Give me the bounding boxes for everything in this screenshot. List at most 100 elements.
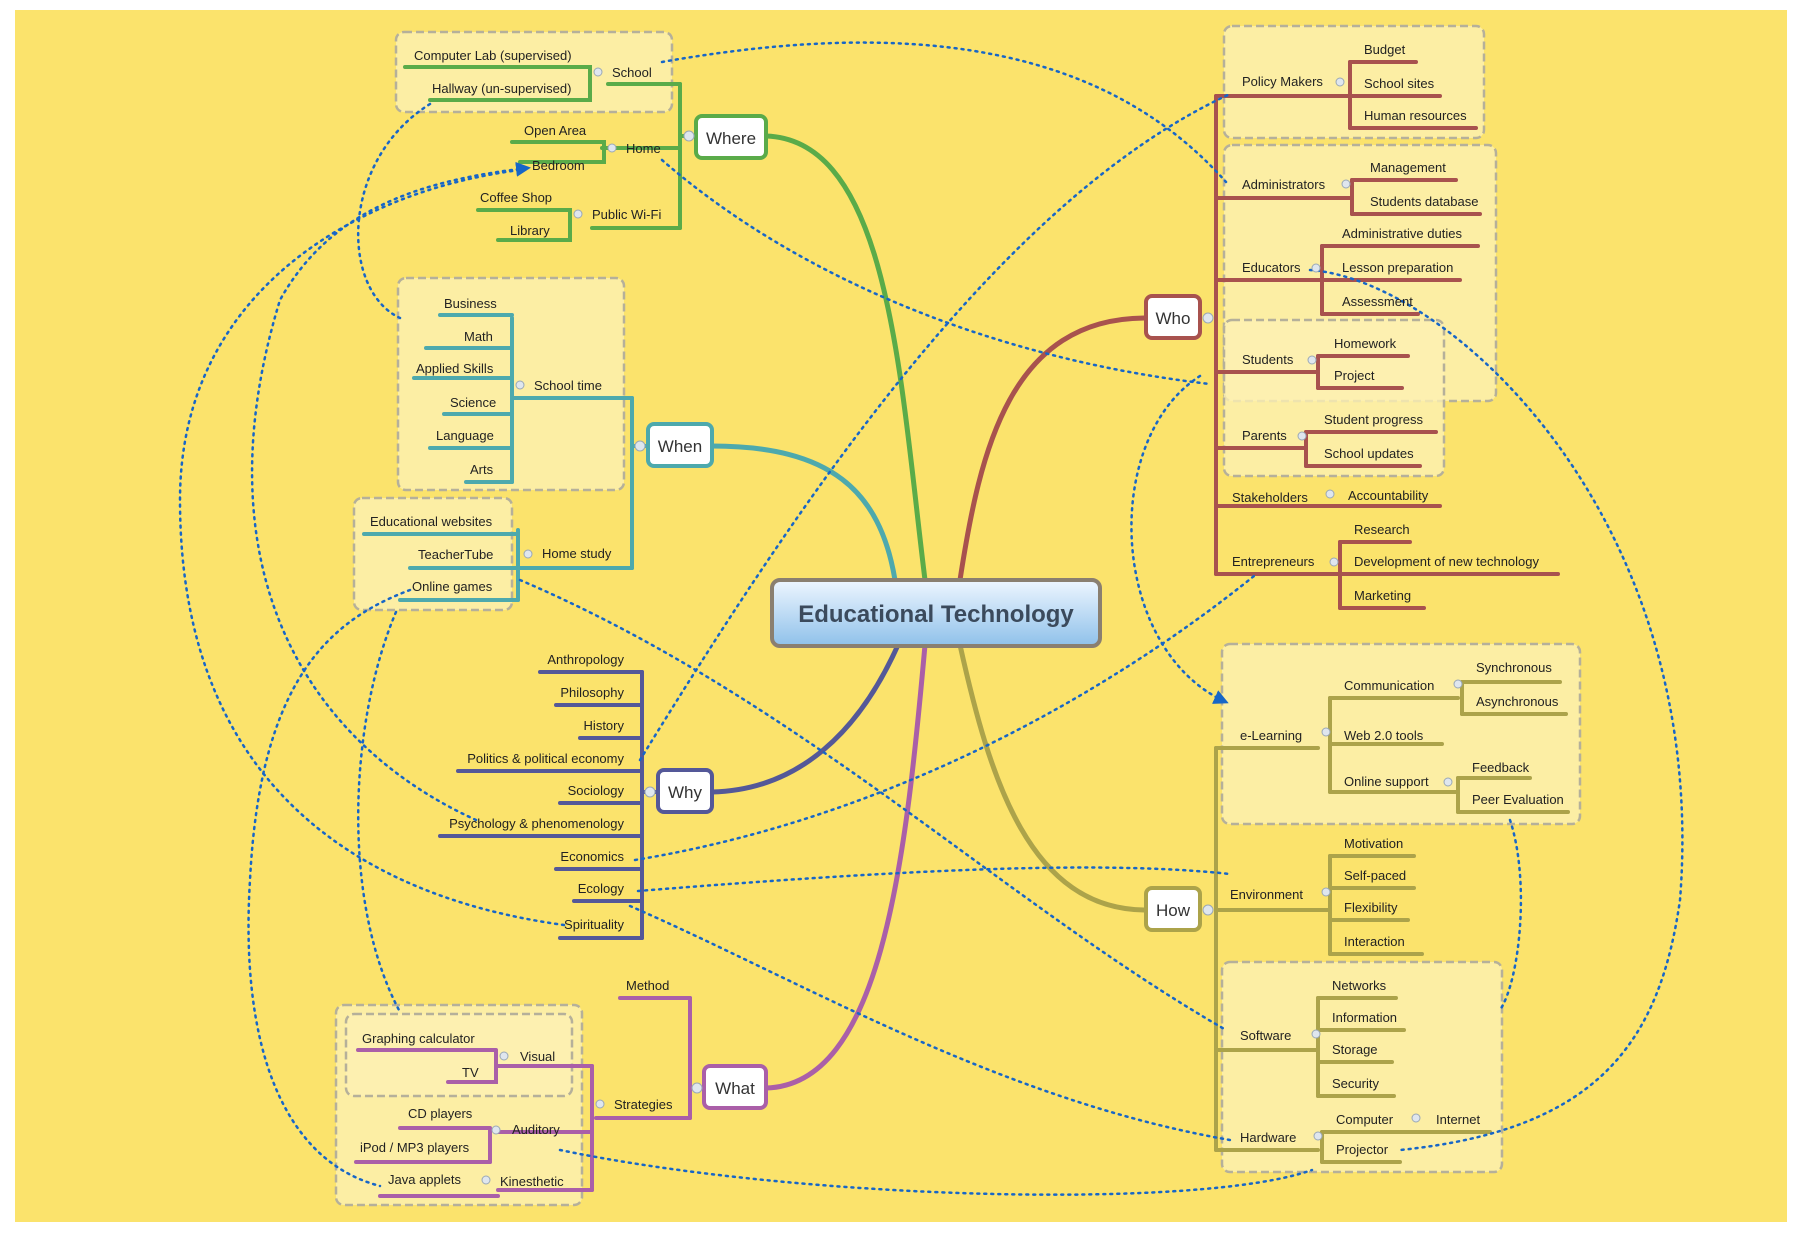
who-stakeholders[interactable]: Stakeholders xyxy=(1232,490,1308,505)
why-spirituality[interactable]: Spirituality xyxy=(564,917,624,932)
how-interaction[interactable]: Interaction xyxy=(1344,934,1405,949)
how-software[interactable]: Software xyxy=(1240,1028,1291,1043)
when-math[interactable]: Math xyxy=(464,329,493,344)
where-library[interactable]: Library xyxy=(510,223,550,238)
who-administrators[interactable]: Administrators xyxy=(1242,177,1326,192)
what-auditory[interactable]: Auditory xyxy=(512,1122,560,1137)
who-school-updates[interactable]: School updates xyxy=(1324,446,1414,461)
when-language[interactable]: Language xyxy=(436,428,494,443)
how-labels: e-Learning Communication Synchronous Asy… xyxy=(1230,660,1564,1157)
topic-why[interactable]: Why xyxy=(656,768,714,814)
who-budget[interactable]: Budget xyxy=(1364,42,1406,57)
collapse-icon xyxy=(1443,777,1453,787)
where-open-area[interactable]: Open Area xyxy=(524,123,587,138)
who-educators[interactable]: Educators xyxy=(1242,260,1301,275)
where-computer-lab[interactable]: Computer Lab (supervised) xyxy=(414,48,572,63)
how-motivation[interactable]: Motivation xyxy=(1344,836,1403,851)
who-marketing[interactable]: Marketing xyxy=(1354,588,1411,603)
what-tv[interactable]: TV xyxy=(462,1065,479,1080)
topic-when[interactable]: When xyxy=(646,422,714,468)
what-graphing-calculator[interactable]: Graphing calculator xyxy=(362,1031,475,1046)
how-environment[interactable]: Environment xyxy=(1230,887,1303,902)
what-labels: Method Strategies Visual Graphing calcul… xyxy=(360,978,673,1189)
what-ipod[interactable]: iPod / MP3 players xyxy=(360,1140,470,1155)
who-assessment[interactable]: Assessment xyxy=(1342,294,1413,309)
who-administrative-duties[interactable]: Administrative duties xyxy=(1342,226,1462,241)
why-ecology[interactable]: Ecology xyxy=(578,881,625,896)
when-home-study[interactable]: Home study xyxy=(542,546,612,561)
how-communication[interactable]: Communication xyxy=(1344,678,1434,693)
how-internet[interactable]: Internet xyxy=(1436,1112,1480,1127)
collapse-icon xyxy=(1297,431,1307,441)
who-school-sites[interactable]: School sites xyxy=(1364,76,1435,91)
why-anthropology[interactable]: Anthropology xyxy=(547,652,624,667)
how-computer[interactable]: Computer xyxy=(1336,1112,1394,1127)
who-human-resources[interactable]: Human resources xyxy=(1364,108,1467,123)
who-development[interactable]: Development of new technology xyxy=(1354,554,1540,569)
where-public-wifi[interactable]: Public Wi-Fi xyxy=(592,207,661,222)
how-online-support[interactable]: Online support xyxy=(1344,774,1429,789)
how-peer-evaluation[interactable]: Peer Evaluation xyxy=(1472,792,1564,807)
when-teachertube[interactable]: TeacherTube xyxy=(418,547,493,562)
what-cd-players[interactable]: CD players xyxy=(408,1106,473,1121)
why-politics[interactable]: Politics & political economy xyxy=(467,751,624,766)
how-security[interactable]: Security xyxy=(1332,1076,1379,1091)
how-feedback[interactable]: Feedback xyxy=(1472,760,1530,775)
topic-what[interactable]: What xyxy=(702,1064,768,1110)
how-flexibility[interactable]: Flexibility xyxy=(1344,900,1398,915)
who-parents[interactable]: Parents xyxy=(1242,428,1287,443)
who-lesson-preparation[interactable]: Lesson preparation xyxy=(1342,260,1453,275)
who-students[interactable]: Students xyxy=(1242,352,1294,367)
who-management[interactable]: Management xyxy=(1370,160,1446,175)
how-storage[interactable]: Storage xyxy=(1332,1042,1378,1057)
why-sociology[interactable]: Sociology xyxy=(568,783,625,798)
how-self-paced[interactable]: Self-paced xyxy=(1344,868,1406,883)
who-research[interactable]: Research xyxy=(1354,522,1410,537)
where-school[interactable]: School xyxy=(612,65,652,80)
when-arts[interactable]: Arts xyxy=(470,462,494,477)
why-economics[interactable]: Economics xyxy=(560,849,624,864)
how-networks[interactable]: Networks xyxy=(1332,978,1387,993)
where-hallway[interactable]: Hallway (un-supervised) xyxy=(432,81,571,96)
where-coffee-shop[interactable]: Coffee Shop xyxy=(480,190,552,205)
who-students-database[interactable]: Students database xyxy=(1370,194,1478,209)
when-business[interactable]: Business xyxy=(444,296,497,311)
who-homework[interactable]: Homework xyxy=(1334,336,1397,351)
when-science[interactable]: Science xyxy=(450,395,496,410)
topic-how[interactable]: How xyxy=(1144,886,1202,932)
when-educational-websites[interactable]: Educational websites xyxy=(370,514,493,529)
how-information[interactable]: Information xyxy=(1332,1010,1397,1025)
who-project[interactable]: Project xyxy=(1334,368,1375,383)
how-asynchronous[interactable]: Asynchronous xyxy=(1476,694,1559,709)
how-synchronous[interactable]: Synchronous xyxy=(1476,660,1552,675)
why-history[interactable]: History xyxy=(584,718,625,733)
who-policy-makers[interactable]: Policy Makers xyxy=(1242,74,1323,89)
where-home[interactable]: Home xyxy=(626,141,661,156)
root-node[interactable]: Educational Technology xyxy=(770,578,1102,648)
when-applied-skills[interactable]: Applied Skills xyxy=(416,361,494,376)
topic-who[interactable]: Who xyxy=(1144,294,1202,340)
how-web20[interactable]: Web 2.0 tools xyxy=(1344,728,1424,743)
collapse-icon xyxy=(595,1099,605,1109)
what-strategies[interactable]: Strategies xyxy=(614,1097,673,1112)
when-school-time[interactable]: School time xyxy=(534,378,602,393)
how-elearning[interactable]: e-Learning xyxy=(1240,728,1302,743)
who-accountability[interactable]: Accountability xyxy=(1348,488,1429,503)
who-student-progress[interactable]: Student progress xyxy=(1324,412,1424,427)
collapse-icon xyxy=(1307,355,1317,365)
how-projector[interactable]: Projector xyxy=(1336,1142,1389,1157)
main-topics[interactable]: Where When Why What Who How xyxy=(646,114,1202,1110)
what-method[interactable]: Method xyxy=(626,978,669,993)
root-node-box[interactable] xyxy=(770,578,1102,648)
what-visual[interactable]: Visual xyxy=(520,1049,555,1064)
what-java-applets[interactable]: Java applets xyxy=(388,1172,461,1187)
when-online-games[interactable]: Online games xyxy=(412,579,493,594)
how-hardware[interactable]: Hardware xyxy=(1240,1130,1296,1145)
topic-where[interactable]: Where xyxy=(694,114,768,160)
who-entrepreneurs[interactable]: Entrepreneurs xyxy=(1232,554,1315,569)
branch-line-how xyxy=(957,642,1149,913)
why-philosophy[interactable]: Philosophy xyxy=(560,685,624,700)
what-kinesthetic[interactable]: Kinesthetic xyxy=(500,1174,564,1189)
where-bedroom[interactable]: Bedroom xyxy=(532,158,585,173)
why-psychology[interactable]: Psychology & phenomenology xyxy=(449,816,624,831)
